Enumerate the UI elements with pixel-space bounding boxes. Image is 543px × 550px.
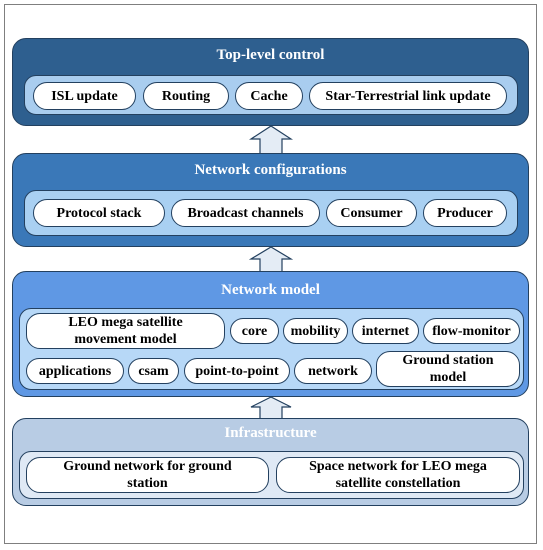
node-isl-update: ISL update: [33, 82, 136, 110]
node-cache: Cache: [235, 82, 303, 110]
inner-panel-infrastructure: Ground network for ground station Space …: [19, 451, 524, 499]
node-mobility: mobility: [283, 318, 348, 344]
layer-title-network-model: Network model: [221, 282, 320, 298]
inner-panel-top-level-control: ISL update Routing Cache Star-Terrestria…: [24, 75, 518, 115]
node-flow-monitor: flow-monitor: [423, 318, 520, 344]
layer-title-top-level-control: Top-level control: [216, 47, 325, 63]
node-ground-network: Ground network for ground station: [26, 457, 269, 493]
inner-panel-network-model: LEO mega satellite movement model core m…: [19, 308, 524, 390]
inner-panel-network-configurations: Protocol stack Broadcast channels Consum…: [24, 190, 518, 236]
node-broadcast-channels: Broadcast channels: [171, 199, 320, 227]
up-arrow-infra-to-model: [250, 396, 292, 420]
layer-title-infrastructure: Infrastructure: [224, 425, 317, 441]
node-protocol-stack: Protocol stack: [33, 199, 165, 227]
node-point-to-point: point-to-point: [184, 358, 290, 384]
up-arrow-model-to-config: [249, 246, 293, 273]
node-csam: csam: [128, 358, 179, 384]
diagram-frame: Top-level control ISL update Routing Cac…: [4, 4, 537, 544]
layer-infrastructure: Infrastructure Ground network for ground…: [12, 418, 529, 506]
up-arrow-config-to-top: [249, 125, 293, 155]
node-applications: applications: [26, 358, 124, 384]
node-internet: internet: [352, 318, 419, 344]
node-producer: Producer: [423, 199, 507, 227]
node-network: network: [294, 358, 372, 384]
layer-title-network-configurations: Network configurations: [194, 162, 347, 178]
layer-network-configurations: Network configurations Protocol stack Br…: [12, 153, 529, 247]
layer-network-model: Network model LEO mega satellite movemen…: [12, 271, 529, 397]
node-star-terrestrial-link-update: Star-Terrestrial link update: [309, 82, 507, 110]
layer-top-level-control: Top-level control ISL update Routing Cac…: [12, 38, 529, 126]
node-core: core: [230, 318, 279, 344]
node-leo-mega-satellite-movement-model: LEO mega satellite movement model: [26, 313, 225, 349]
node-space-network: Space network for LEO mega satellite con…: [276, 457, 520, 493]
node-routing: Routing: [143, 82, 229, 110]
node-consumer: Consumer: [326, 199, 417, 227]
node-ground-station-model: Ground station model: [376, 351, 520, 387]
